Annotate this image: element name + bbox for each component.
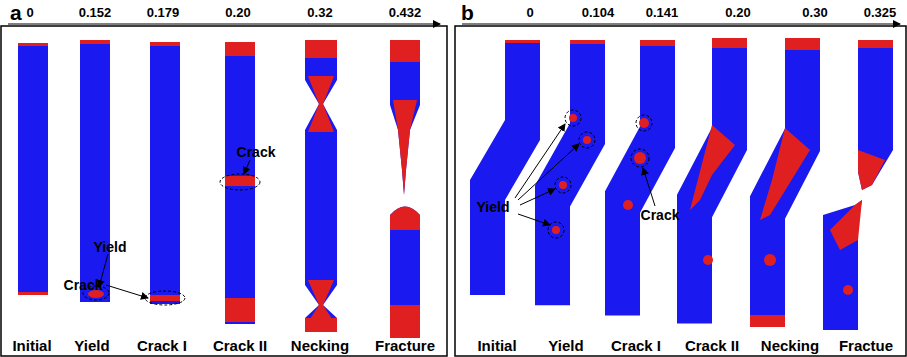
- stage-label: Yield: [74, 338, 109, 355]
- strain-value: 0.325: [864, 6, 897, 20]
- callout-label: Crack: [641, 208, 680, 223]
- specimen-a: [18, 40, 420, 338]
- stage-label: Initial: [477, 338, 516, 355]
- leader-line: [515, 124, 655, 225]
- callout-label: Yield: [94, 240, 127, 255]
- leader-line: [106, 285, 148, 298]
- strain-value: 0.141: [646, 6, 679, 20]
- strain-value: 0.20: [225, 6, 250, 20]
- stage-label: Fracture: [375, 338, 435, 355]
- stage-label: Initial: [12, 338, 51, 355]
- callout-label: Yield: [477, 200, 510, 215]
- callout-label: Crack: [237, 145, 276, 160]
- strain-axis: [462, 23, 900, 24]
- strain-value: 0.179: [147, 6, 180, 20]
- callout-label: Crack: [64, 278, 103, 293]
- defect-regions: [505, 38, 893, 327]
- strain-value: 0.30: [802, 6, 827, 20]
- stage-label: Necking: [761, 338, 819, 355]
- strain-value: 0.432: [389, 6, 422, 20]
- stage-label: Necking: [291, 338, 349, 355]
- strain-value: 0: [526, 6, 533, 20]
- stage-label: Crack I: [137, 338, 187, 355]
- callout-circles: [548, 110, 652, 238]
- specimen-b: [470, 38, 893, 330]
- strain-value: 0.32: [307, 6, 332, 20]
- stage-label: Crack II: [213, 338, 267, 355]
- stage-label: Crack II: [685, 338, 739, 355]
- strain-value: 0: [26, 6, 33, 20]
- panel-letter: b: [461, 1, 474, 24]
- strain-axis: [8, 23, 440, 24]
- panel-frame: [1, 26, 447, 356]
- stage-label: Fractue: [839, 338, 893, 355]
- strain-value: 0.104: [582, 6, 615, 20]
- panel-frame: [455, 26, 906, 356]
- stage-label: Yield: [548, 338, 583, 355]
- strain-value: 0.20: [725, 6, 750, 20]
- leader-line: [244, 160, 250, 174]
- strain-value: 0.152: [79, 6, 112, 20]
- stage-label: Crack I: [611, 338, 661, 355]
- panel-letter: a: [10, 1, 22, 24]
